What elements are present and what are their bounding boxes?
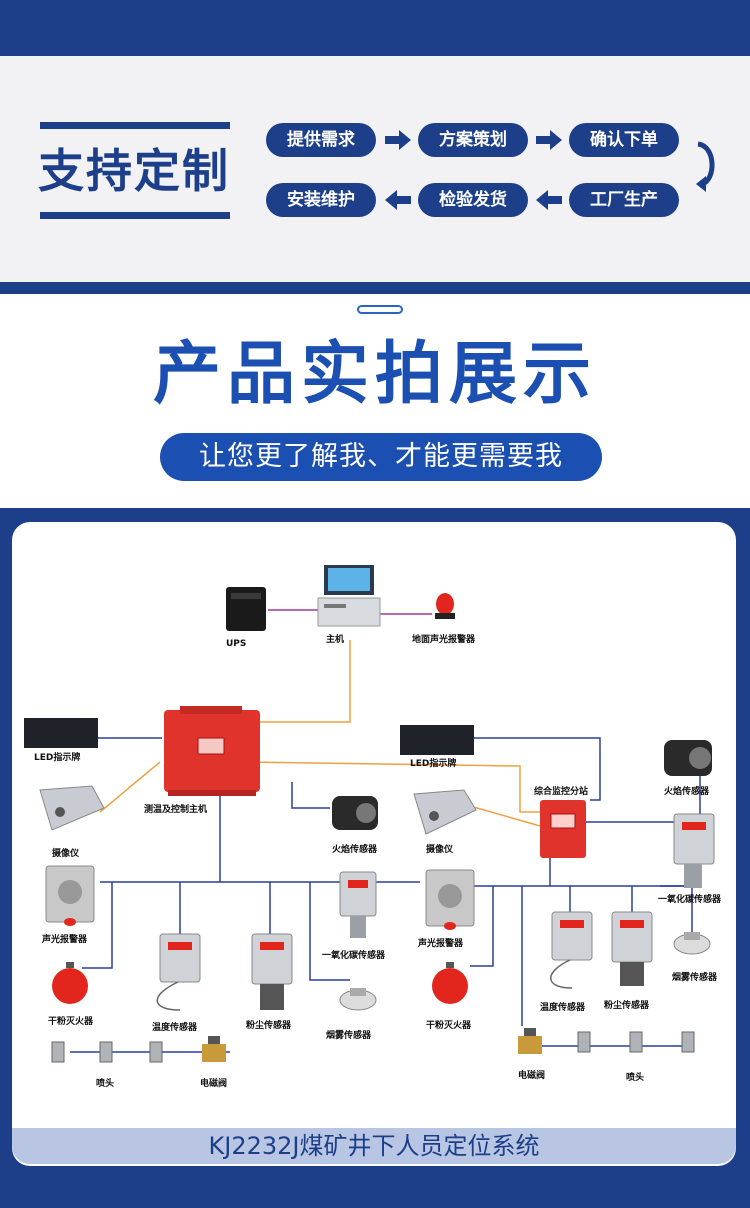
camera-right-icon [413, 789, 477, 835]
label-ups: UPS [226, 639, 246, 649]
alarm-right-icon [425, 869, 475, 930]
label-substation: 综合监控分站 [534, 785, 588, 797]
panel-bottom-bar [0, 282, 750, 294]
label-camera-left: 摄像仪 [52, 847, 80, 859]
led-board-left-icon [24, 718, 98, 748]
label-flame-left: 火焰传感器 [332, 843, 378, 855]
label-host: 主机 [326, 633, 344, 645]
label-temp-right: 温度传感器 [540, 1001, 586, 1013]
arrow-right-icon [385, 130, 411, 150]
system-caption: KJ2232J煤矿井下人员定位系统 [208, 1132, 540, 1160]
step-provide-requirements: 提供需求 [266, 123, 376, 157]
ground-alarm-icon [435, 593, 455, 619]
flame-sensor-right-icon [664, 740, 712, 776]
extinguisher-left-icon [52, 962, 88, 1004]
step-plan-solution: 方案策划 [418, 123, 528, 157]
label-nozzle-left: 喷头 [96, 1077, 114, 1089]
step-inspect-ship: 检验发货 [418, 183, 528, 217]
label-smoke-right: 烟雾传感器 [672, 971, 718, 983]
label-nozzle-right: 喷头 [626, 1071, 644, 1083]
custom-panel [0, 56, 750, 282]
valve-right-icon [518, 1028, 542, 1054]
arrow-left-icon [536, 190, 562, 210]
co-sensor-left-icon [339, 871, 377, 938]
title-rule-top [40, 122, 230, 129]
temp-sensor-right-icon [550, 911, 593, 989]
label-dust-left: 粉尘传感器 [246, 1019, 292, 1031]
label-led-right: LED指示牌 [410, 757, 456, 769]
label-led-left: LED指示牌 [34, 751, 80, 763]
alarm-left-icon [45, 865, 95, 926]
return-arrow-icon [696, 141, 715, 192]
led-board-right-icon [400, 725, 474, 755]
label-alarm-right: 声光报警器 [417, 937, 464, 949]
label-co-right: 一氧化碳传感器 [658, 893, 722, 905]
dust-sensor-left-icon [251, 933, 293, 1010]
caption-bar [12, 1128, 736, 1164]
host-computer-icon [317, 565, 381, 627]
label-extinguisher-left: 干粉灭火器 [48, 1015, 94, 1027]
label-dust-right: 粉尘传感器 [604, 999, 650, 1011]
title-rule-bottom [40, 212, 230, 219]
connection-lines [70, 609, 701, 1053]
label-camera-right: 摄像仪 [426, 843, 454, 855]
label-extinguisher-right: 干粉灭火器 [426, 1019, 472, 1031]
arrow-left-icon [385, 190, 411, 210]
top-bar [0, 0, 750, 56]
decorative-bar [357, 305, 403, 314]
flame-sensor-left-icon [332, 796, 378, 830]
dust-sensor-right-icon [611, 911, 653, 986]
step-confirm-order: 确认下单 [569, 123, 679, 157]
showcase-title: 产品实拍展示 [152, 335, 597, 414]
label-alarm-left: 声光报警器 [41, 933, 88, 945]
step-factory-production: 工厂生产 [569, 183, 679, 217]
valve-left-icon [202, 1036, 226, 1062]
step-install-maintain: 安装维护 [266, 183, 376, 217]
diagram-card [12, 522, 736, 1166]
main-controller-icon [164, 706, 260, 796]
slogan-pill: 让您更了解我、才能更需要我 [160, 433, 602, 481]
label-ground-alarm: 地面声光报警器 [412, 633, 476, 645]
nozzle-left-icon [51, 1041, 163, 1063]
nozzle-right-icon [577, 1031, 695, 1053]
substation-icon [540, 800, 586, 858]
label-temp-left: 温度传感器 [152, 1021, 198, 1033]
label-valve-left: 电磁阀 [200, 1077, 227, 1089]
smoke-sensor-left-icon [339, 988, 377, 1011]
label-valve-right: 电磁阀 [518, 1069, 545, 1081]
camera-left-icon [39, 785, 105, 831]
label-co-left: 一氧化碳传感器 [322, 949, 386, 961]
label-main-controller: 测温及控制主机 [144, 803, 207, 815]
ups-icon [226, 587, 266, 631]
smoke-sensor-right-icon [673, 932, 711, 955]
extinguisher-right-icon [432, 962, 468, 1004]
co-sensor-right-icon [673, 813, 715, 888]
label-flame-right: 火焰传感器 [664, 785, 710, 797]
custom-title: 支持定制 [38, 144, 230, 198]
label-smoke-left: 烟雾传感器 [326, 1029, 372, 1041]
temp-sensor-left-icon [156, 933, 201, 1011]
arrow-right-icon [536, 130, 562, 150]
